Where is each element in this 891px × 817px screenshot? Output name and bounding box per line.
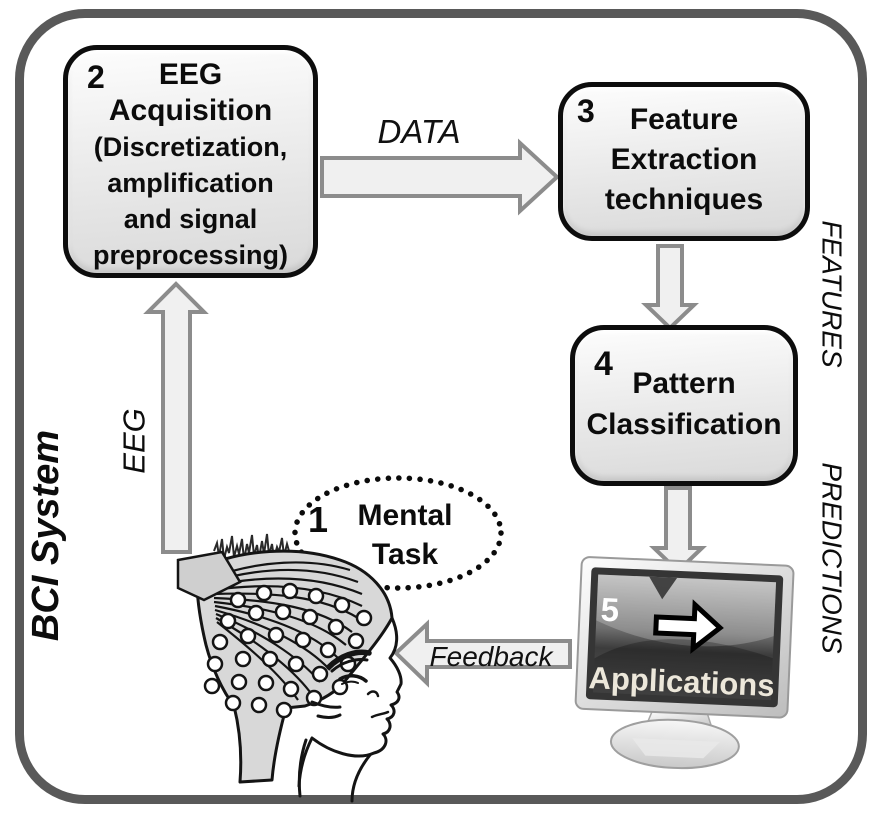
step-4-number: 4 bbox=[594, 345, 613, 383]
eeg-arrow bbox=[143, 281, 209, 554]
feedback-arrow-label: Feedback bbox=[429, 641, 553, 672]
data-arrow-label: DATA bbox=[377, 113, 461, 150]
cable-connector bbox=[176, 550, 242, 602]
nostril bbox=[366, 690, 380, 698]
feedback-arrow bbox=[393, 619, 572, 688]
pattern-classification-box: 4 Pattern Classification bbox=[570, 325, 798, 486]
cheek-line bbox=[310, 700, 342, 709]
eeg-acquisition-title: EEG Acquisition bbox=[108, 58, 273, 127]
head-figure bbox=[176, 533, 403, 803]
predictions-flow-label: PREDICTIONS bbox=[817, 462, 849, 654]
pattern-classification-title: Pattern Classification bbox=[586, 367, 782, 441]
eye bbox=[338, 674, 368, 683]
step-1-number: 1 bbox=[308, 499, 329, 540]
system-label: BCI System bbox=[25, 429, 68, 641]
mouth-line bbox=[370, 710, 390, 719]
face-details bbox=[310, 649, 390, 719]
face-profile bbox=[297, 616, 403, 803]
eyebrow bbox=[326, 649, 372, 670]
feature-extraction-box: 3 Feature Extraction techniques bbox=[558, 82, 810, 241]
electrode-grid bbox=[203, 582, 373, 719]
eeg-waveform bbox=[213, 533, 290, 561]
features-flow-label: FEATURES bbox=[817, 220, 848, 368]
system-boundary-frame bbox=[15, 9, 867, 804]
monitor-screen bbox=[593, 574, 777, 701]
features-arrow bbox=[641, 244, 699, 331]
applications-monitor: 5 Applications bbox=[574, 556, 795, 770]
data-arrow bbox=[320, 138, 560, 216]
applications-label: Applications bbox=[588, 660, 775, 703]
predictions-arrow bbox=[649, 486, 707, 574]
right-arrow-icon bbox=[653, 599, 724, 654]
eeg-arrow-label: EEG bbox=[117, 408, 152, 474]
feature-extraction-title: Feature Extraction techniques bbox=[604, 103, 764, 216]
applications-number: 5 bbox=[600, 591, 620, 629]
step-2-number: 2 bbox=[87, 59, 105, 95]
eeg-acquisition-box: 2 EEG Acquisition (Discretization, ampli… bbox=[63, 45, 318, 278]
mental-task-label: Mental Task bbox=[357, 499, 453, 571]
eeg-acquisition-subtitle: (Discretization, amplification and signa… bbox=[92, 132, 289, 270]
step-3-number: 3 bbox=[577, 93, 595, 129]
